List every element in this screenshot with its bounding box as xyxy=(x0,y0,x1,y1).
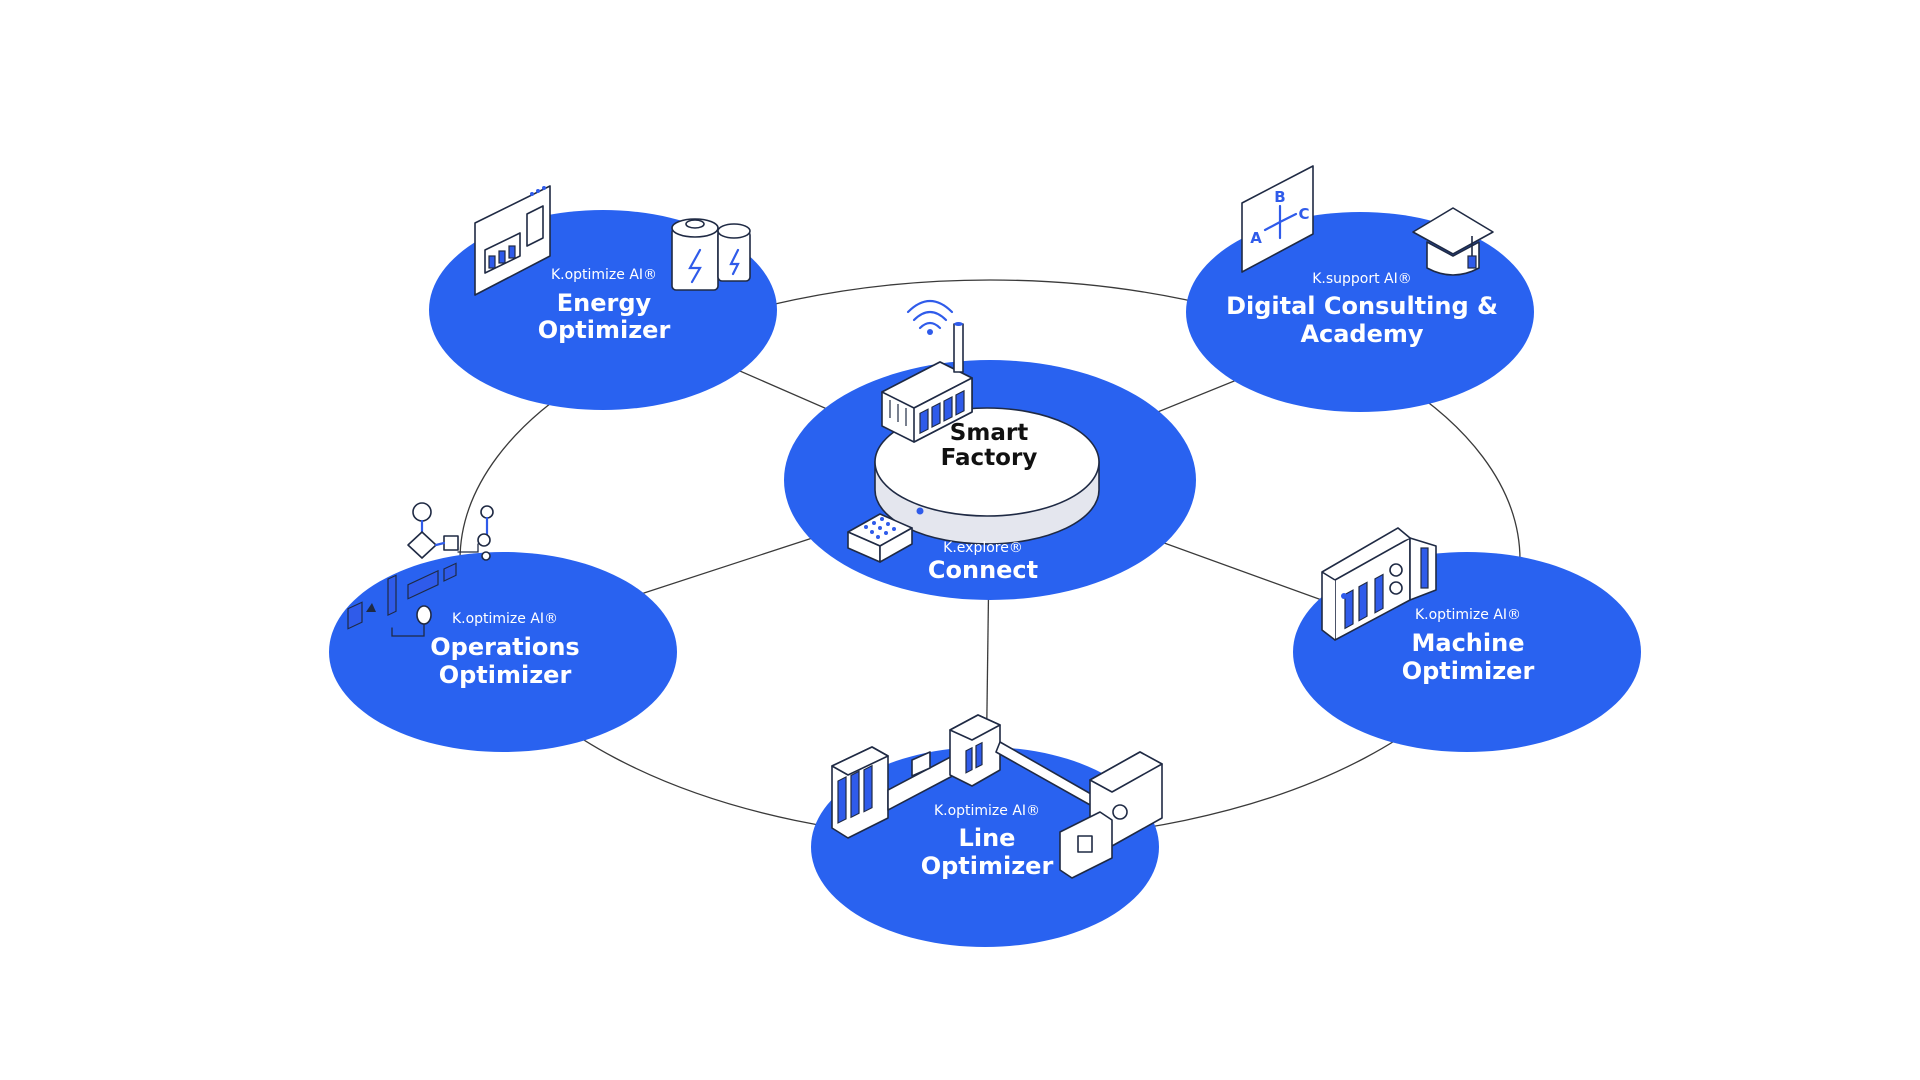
consulting-product-label: K.support AI® xyxy=(1312,271,1412,287)
smart-factory-disc xyxy=(874,407,1100,545)
line-product-label: K.optimize AI® xyxy=(934,803,1040,819)
node-operations-optimizer[interactable]: K.optimize AI® Operations Optimizer xyxy=(329,552,677,752)
operations-product-label: K.optimize AI® xyxy=(452,611,558,627)
energy-product-label: K.optimize AI® xyxy=(551,267,657,283)
machine-product-label: K.optimize AI® xyxy=(1415,607,1521,623)
energy-title-line2: Optimizer xyxy=(538,316,671,344)
machine-cabinet-icon xyxy=(1321,527,1437,641)
line-title-line2: Optimizer xyxy=(921,852,1054,880)
battery-icon xyxy=(671,218,751,291)
decision-board-icon: B A C xyxy=(1241,165,1314,273)
decision-board-letter-a: A xyxy=(1250,229,1262,247)
machine-title-line2: Optimizer xyxy=(1402,657,1535,685)
factory-panel-icon xyxy=(474,185,551,296)
factory-building-icon xyxy=(881,322,973,443)
node-connect-center[interactable]: Smart Factory K.explore® Connect xyxy=(784,360,1196,600)
decision-board-letter-c: C xyxy=(1298,205,1309,223)
operations-node-ellipse xyxy=(329,552,677,752)
operations-title-line1: Operations xyxy=(430,633,579,661)
operations-title-line2: Optimizer xyxy=(439,661,572,689)
production-line-icon xyxy=(831,714,1163,879)
energy-title-line1: Energy xyxy=(557,289,652,317)
connect-title: Connect xyxy=(928,556,1038,584)
machine-title-line1: Machine xyxy=(1412,629,1525,657)
smart-factory-label-line1: Smart xyxy=(950,420,1028,446)
graduation-cap-icon xyxy=(1412,207,1494,276)
flowchart-icon xyxy=(347,502,494,637)
wifi-signal-icon xyxy=(906,299,954,335)
connect-product-label: K.explore® xyxy=(943,540,1023,556)
consulting-title-line2: Academy xyxy=(1300,320,1423,348)
node-digital-consulting-academy[interactable]: K.support AI® Digital Consulting & Acade… xyxy=(1186,212,1534,412)
consulting-title-line1: Digital Consulting & xyxy=(1226,292,1498,320)
decision-board-letter-b: B xyxy=(1274,188,1285,206)
gateway-device-icon xyxy=(847,513,913,563)
line-title-line1: Line xyxy=(959,824,1016,852)
smart-factory-label-line2: Factory xyxy=(941,445,1038,471)
